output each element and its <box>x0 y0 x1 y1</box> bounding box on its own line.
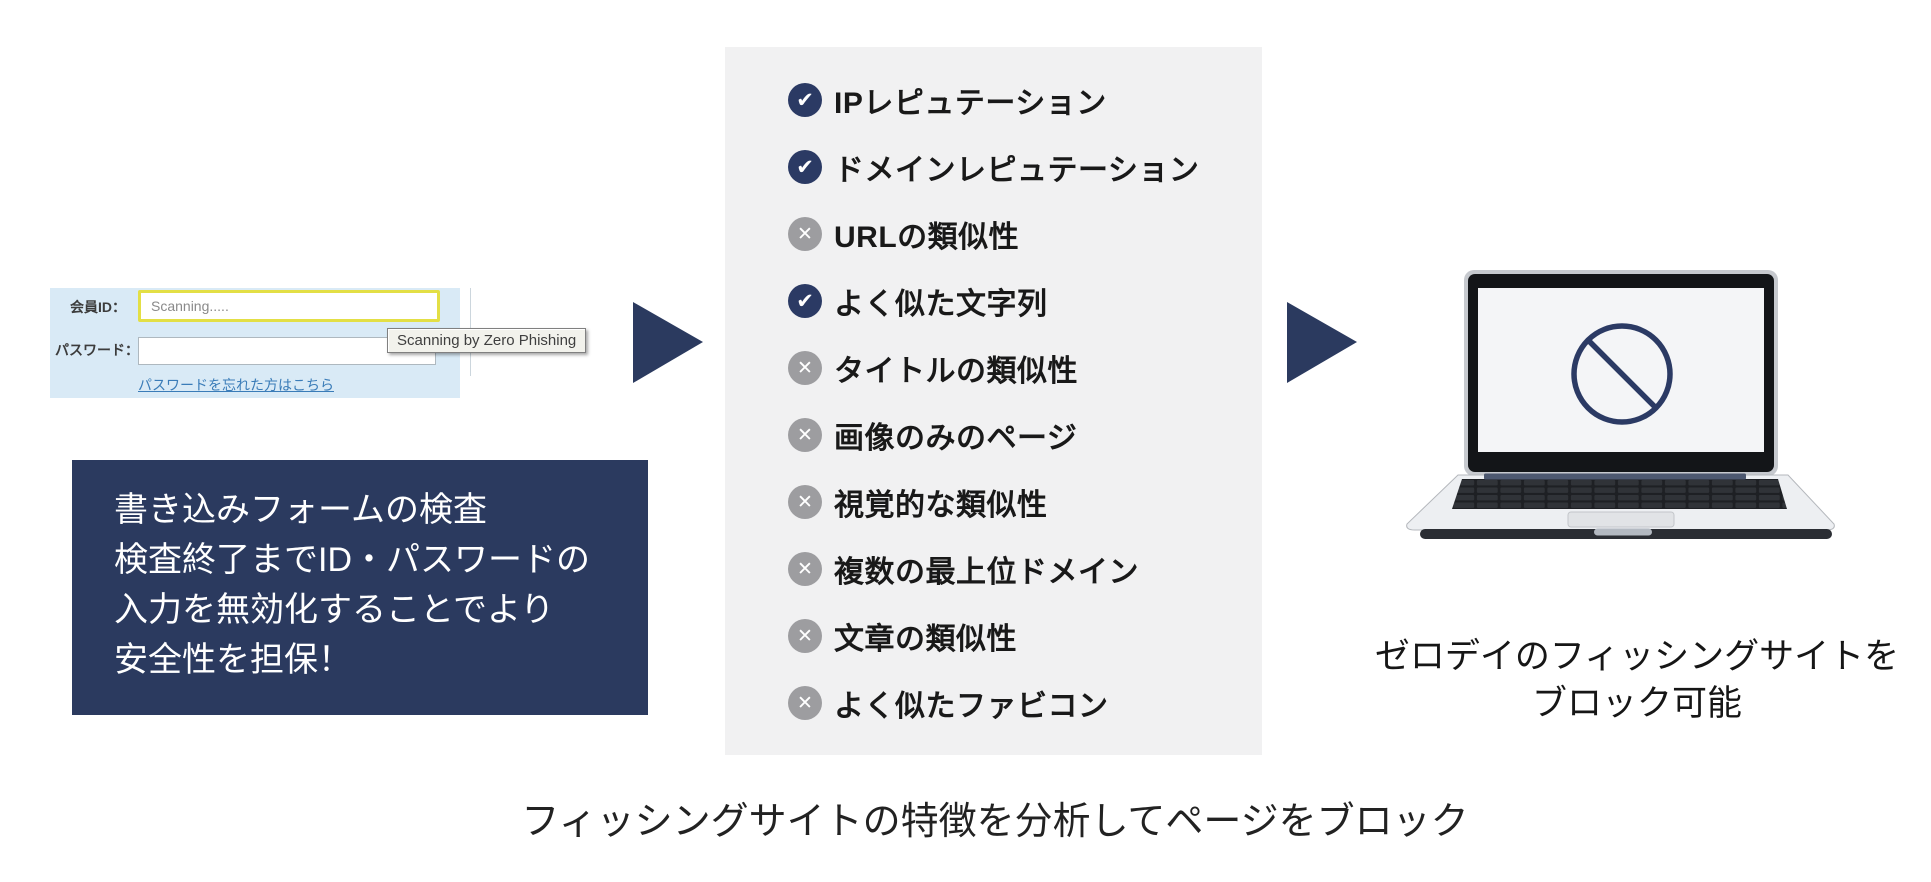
cross-icon: ✕ <box>788 552 822 586</box>
inspection-info-box: 書き込みフォームの検査 検査終了までID・パスワードの 入力を無効化することでよ… <box>72 460 648 715</box>
info-line: 安全性を担保！ <box>114 641 352 679</box>
forgot-password-link[interactable]: パスワードを忘れた方はこちら <box>138 377 334 393</box>
cross-icon: ✕ <box>788 619 822 653</box>
flow-arrow-icon <box>633 302 703 383</box>
analysis-item: ✕ よく似たファビコン <box>788 685 1252 723</box>
password-input[interactable] <box>138 337 436 365</box>
analysis-item-label: タイトルの類似性 <box>834 355 1078 388</box>
analysis-item-label: IPレピュテーション <box>834 87 1107 120</box>
info-line: 検査終了までID・パスワードの <box>114 541 590 579</box>
cross-icon: ✕ <box>788 351 822 385</box>
analysis-item: ✔ ドメインレピュテーション <box>788 149 1252 187</box>
check-icon: ✔ <box>788 284 822 318</box>
info-line: 入力を無効化することでより <box>114 591 555 629</box>
bottom-caption: フィッシングサイトの特徴を分析してページをブロック <box>521 801 1469 843</box>
analysis-item-label: よく似た文字列 <box>834 288 1048 321</box>
member-id-input[interactable] <box>138 290 440 322</box>
analysis-item: ✕ URLの類似性 <box>788 216 1252 254</box>
blocked-caption: ゼロデイのフィッシングサイトを ブロック可能 <box>1337 633 1931 727</box>
block-sign-icon <box>1571 323 1673 425</box>
analysis-item: ✕ 画像のみのページ <box>788 417 1252 455</box>
analysis-item: ✕ 視覚的な類似性 <box>788 484 1252 522</box>
analysis-item: ✕ 複数の最上位ドメイン <box>788 551 1252 589</box>
analysis-item-label: 文章の類似性 <box>834 623 1017 656</box>
check-icon: ✔ <box>788 150 822 184</box>
info-line: 書き込みフォームの検査 <box>114 491 487 529</box>
analysis-item-label: ドメインレピュテーション <box>834 154 1200 187</box>
flow-arrow-icon <box>1287 302 1357 383</box>
analysis-item: ✕ タイトルの類似性 <box>788 350 1252 388</box>
analysis-item: ✔ IPレピュテーション <box>788 82 1252 120</box>
analysis-item-label: 視覚的な類似性 <box>834 489 1048 522</box>
member-id-label: 会員ID： <box>70 299 126 315</box>
analysis-item-label: URLの類似性 <box>834 221 1020 254</box>
analysis-item-label: 画像のみのページ <box>834 422 1078 455</box>
cross-icon: ✕ <box>788 217 822 251</box>
cross-icon: ✕ <box>788 418 822 452</box>
cross-icon: ✕ <box>788 686 822 720</box>
cross-icon: ✕ <box>788 485 822 519</box>
analysis-item: ✕ 文章の類似性 <box>788 618 1252 656</box>
analysis-item: ✔ よく似た文字列 <box>788 283 1252 321</box>
laptop-illustration <box>1406 270 1835 539</box>
password-label: パスワード： <box>55 342 139 358</box>
analysis-item-label: よく似たファビコン <box>834 690 1109 723</box>
analysis-item-label: 複数の最上位ドメイン <box>834 556 1139 589</box>
analysis-panel: ✔ IPレピュテーション ✔ ドメインレピュテーション ✕ URLの類似性 ✔ … <box>725 47 1262 755</box>
zero-phishing-tooltip: Scanning by Zero Phishing <box>387 328 587 353</box>
blocked-caption-line1: ゼロデイのフィッシングサイトを <box>1374 637 1900 676</box>
blocked-caption-line2: ブロック可能 <box>1531 684 1742 723</box>
check-icon: ✔ <box>788 83 822 117</box>
